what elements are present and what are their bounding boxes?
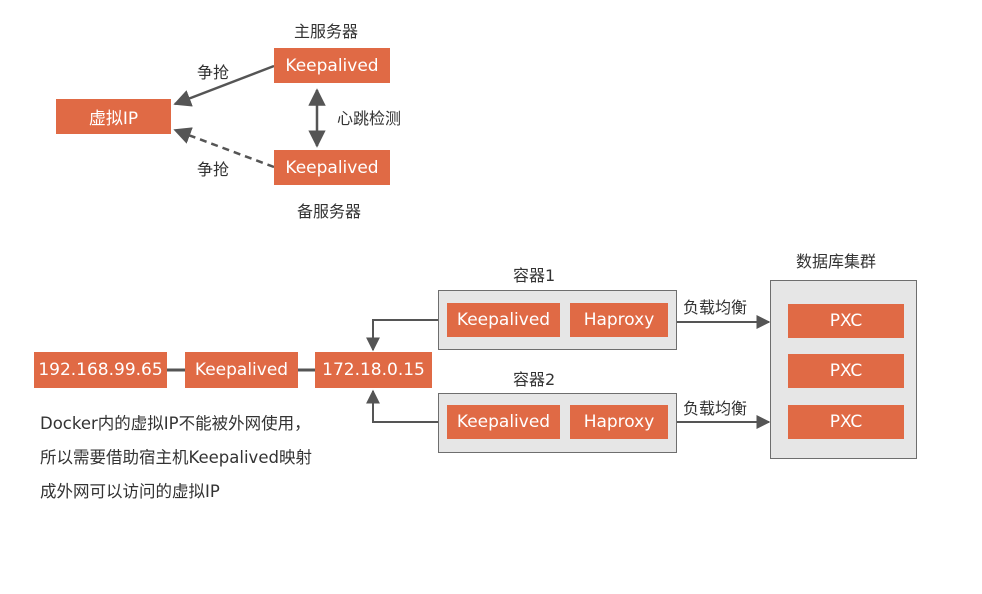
container2-haproxy-box: Haproxy [570, 405, 668, 439]
heartbeat-label: 心跳检测 [337, 109, 402, 128]
backup-keepalived-box: Keepalived [274, 150, 390, 185]
container2-title: 容器2 [513, 370, 556, 389]
load-balance-label-2: 负载均衡 [683, 399, 748, 418]
container1-haproxy-box: Haproxy [570, 303, 668, 337]
container1-title: 容器1 [513, 266, 556, 285]
docker-virtual-ip-box: 172.18.0.15 [315, 352, 432, 388]
arrow-container2-to-vip [366, 389, 438, 423]
master-server-label: 主服务器 [294, 22, 359, 41]
cluster-title: 数据库集群 [796, 252, 877, 271]
explanation-note: Docker内的虚拟IP不能被外网使用， 所以需要借助宿主机Keepalived… [40, 407, 312, 509]
load-balance-label-1: 负载均衡 [683, 298, 748, 317]
container1-keepalived-box: Keepalived [447, 303, 560, 337]
contend-label-lower: 争抢 [197, 160, 230, 179]
pxc-node: PXC [788, 405, 904, 439]
container2-keepalived-box: Keepalived [447, 405, 560, 439]
contend-label-upper: 争抢 [197, 63, 230, 82]
contend-arrow-master [173, 64, 275, 107]
host-ip-box: 192.168.99.65 [34, 352, 167, 388]
cursor-dot [147, 380, 154, 387]
master-keepalived-box: Keepalived [274, 48, 390, 83]
host-keepalived-box: Keepalived [185, 352, 298, 388]
pxc-node: PXC [788, 354, 904, 388]
backup-server-label: 备服务器 [297, 202, 362, 221]
pxc-node: PXC [788, 304, 904, 338]
note-line: Docker内的虚拟IP不能被外网使用， [40, 414, 311, 433]
contend-arrow-backup [173, 127, 275, 169]
note-line: 成外网可以访问的虚拟IP [40, 482, 220, 501]
arrow-container1-to-vip [366, 319, 438, 352]
virtual-ip-box: 虚拟IP [56, 99, 171, 134]
note-line: 所以需要借助宿主机Keepalived映射 [40, 448, 312, 467]
